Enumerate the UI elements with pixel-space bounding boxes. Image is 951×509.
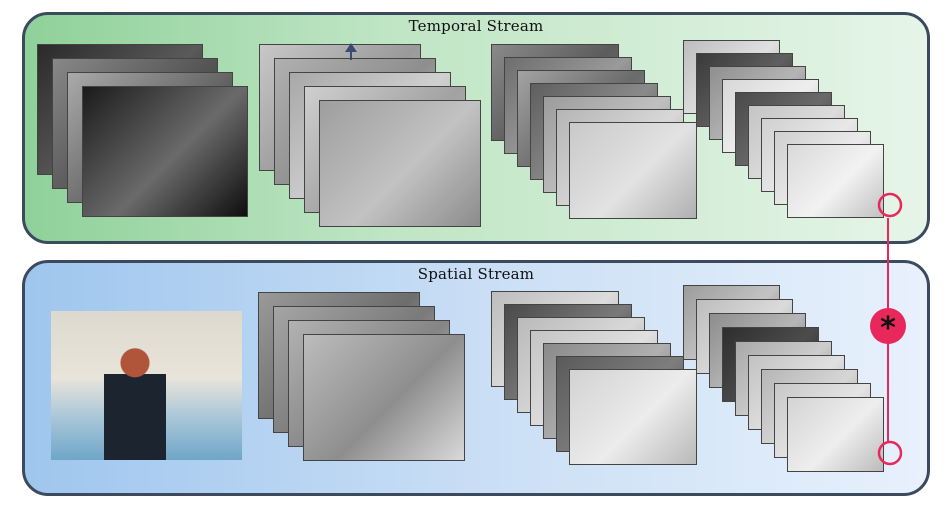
fusion-star-icon: *	[870, 308, 906, 346]
temporal-stack-1-frame	[82, 86, 248, 217]
temporal-stack-3-frame	[569, 122, 697, 219]
temporal-stack-4-frame	[787, 144, 884, 218]
spatial-stream-title: Spatial Stream	[417, 265, 535, 283]
spatial-stack-2-frame	[569, 369, 697, 465]
spatial-stack-1-frame	[303, 334, 465, 461]
highlight-circle-icon	[877, 192, 903, 218]
highlight-circle-icon	[877, 440, 903, 466]
temporal-stream-title: Temporal Stream	[408, 17, 544, 35]
temporal-stack-2-frame	[319, 100, 481, 227]
up-arrow-icon	[345, 43, 357, 60]
spatial-stack-3-frame	[787, 397, 884, 472]
fusion-symbol: *	[880, 311, 896, 346]
input-video-person	[104, 347, 166, 460]
